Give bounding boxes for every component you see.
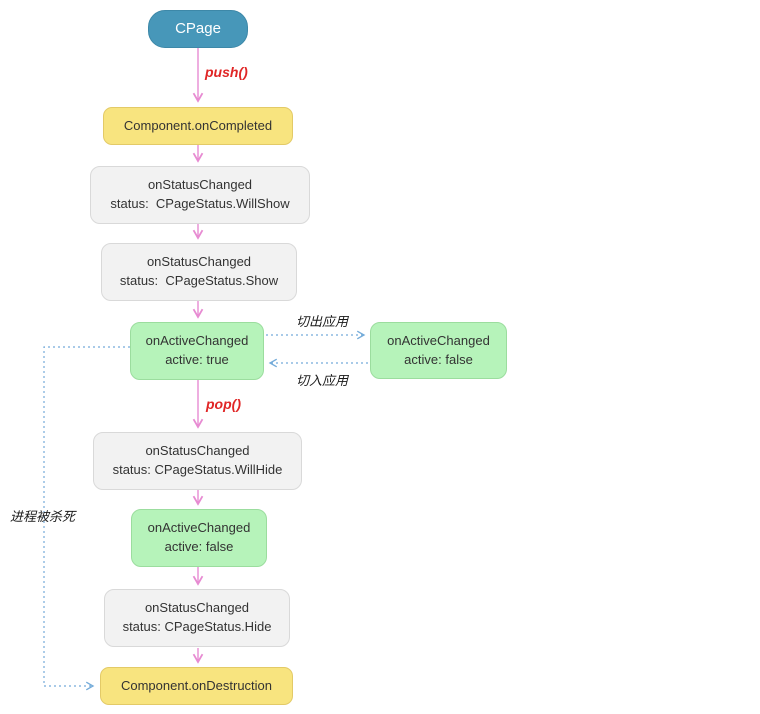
node-line2: status: CPageStatus.Show [119,273,279,288]
node-status-willhide: onStatusChanged status: CPageStatus.Will… [93,432,302,490]
process-killed-label: 进程被杀死 [10,509,76,524]
node-line1: onStatusChanged [147,177,253,193]
node-line2: active: false [164,539,234,554]
switch-out-label: 切出应用 [295,314,348,329]
node-line1: onStatusChanged [146,254,252,270]
switch-in-label: 切入应用 [295,373,348,388]
node-line2: status: CPageStatus.WillShow [110,196,290,211]
node-status-willshow: onStatusChanged status: CPageStatus.Will… [90,166,310,224]
node-cpage-label: CPage [175,20,221,38]
pop-label: pop() [206,396,241,412]
node-line1: onActiveChanged [387,332,490,348]
node-line2: active: true [165,352,229,367]
node-status-hide: onStatusChanged status: CPageStatus.Hide [104,589,290,647]
node-active-false: onActiveChanged active: false [131,509,267,567]
node-ondestruction: Component.onDestruction [100,667,293,705]
node-line1: onStatusChanged [144,600,250,616]
node-line2: status: CPageStatus.Hide [122,619,272,634]
node-line2: status: CPageStatus.WillHide [112,462,283,477]
node-line2: active: false [404,351,473,367]
node-ondestruction-label: Component.onDestruction [120,677,273,693]
node-oncompleted-label: Component.onCompleted [123,117,273,133]
push-label: push() [205,64,248,80]
node-line1: onStatusChanged [145,443,250,459]
node-active-true: onActiveChanged active: true [130,322,264,380]
node-line1: onActiveChanged [145,333,249,349]
node-oncompleted: Component.onCompleted [103,107,293,145]
node-active-false-side: onActiveChanged active: false [370,322,507,379]
node-status-show: onStatusChanged status: CPageStatus.Show [101,243,297,301]
node-cpage: CPage [148,10,248,48]
node-line1: onActiveChanged [147,520,251,536]
